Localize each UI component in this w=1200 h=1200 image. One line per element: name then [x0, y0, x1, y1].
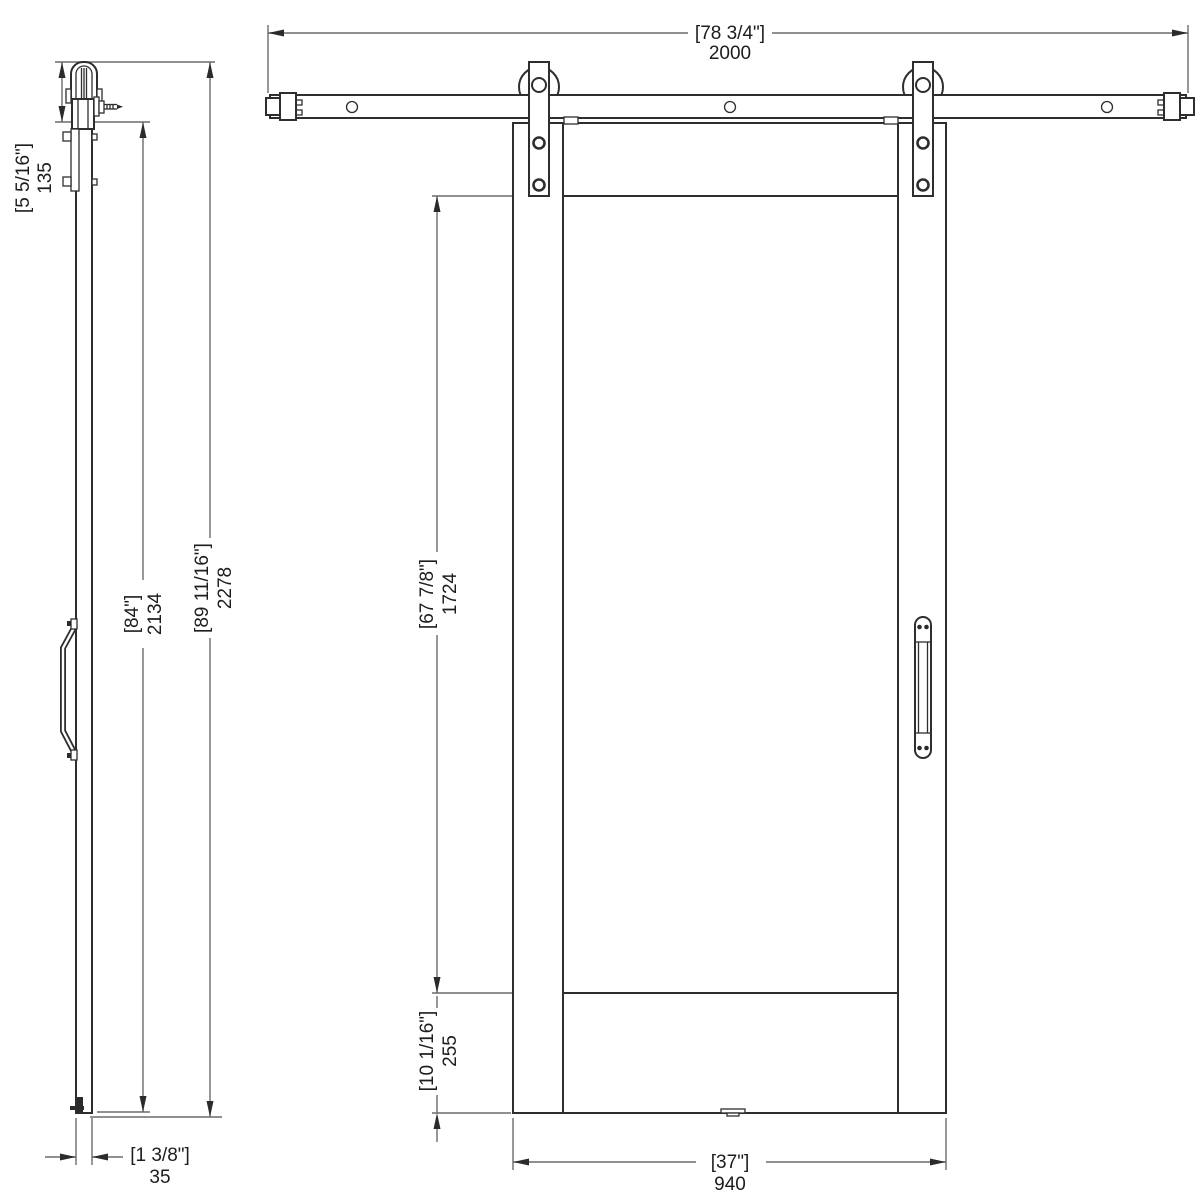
roller-hanger-right — [912, 61, 934, 197]
dim-door-height-imperial: [84"] — [122, 595, 143, 633]
handle-screw — [924, 624, 929, 630]
front-view — [265, 61, 1195, 1117]
end-stop-left-inner — [279, 92, 297, 121]
bolt-head — [62, 131, 72, 142]
dim-track-width-metric: 2000 — [709, 43, 751, 64]
strap-bolt-hole — [532, 136, 546, 150]
dim-door-width-imperial: [37"] — [711, 1152, 749, 1173]
track-mount-hole — [1100, 100, 1114, 114]
arrowhead — [268, 29, 284, 37]
dim-hanger-height-imperial: [5 5/16"] — [13, 143, 34, 213]
floor-guide-post — [77, 1097, 83, 1113]
dim-door-thickness-imperial: [1 3/8"] — [130, 1145, 190, 1166]
floor-guide-foot — [70, 1106, 84, 1110]
dim-overall-height-metric: 2278 — [215, 567, 236, 609]
dim-door-height-metric: 2134 — [145, 592, 166, 635]
dim-bottom-rail-height: [10 1/16"] 255 — [417, 996, 461, 1142]
wheel-axle-tab-left — [65, 88, 72, 104]
dim-hanger-height: [5 5/16"] 135 — [13, 62, 66, 213]
anti-jump-clip-right — [883, 116, 899, 125]
dim-overall-height-imperial: [89 11/16"] — [192, 543, 213, 633]
bolt-head — [62, 176, 72, 187]
end-stop-right-inner — [1163, 92, 1181, 121]
side-door-outline — [75, 121, 93, 1114]
dim-panel-height-imperial: [67 7/8"] — [417, 559, 438, 629]
hanger-bracket — [71, 98, 95, 130]
hanger-strap — [912, 61, 934, 197]
arrowhead — [92, 1153, 108, 1161]
side-floor-guide — [70, 1097, 84, 1113]
arrowhead — [433, 977, 441, 993]
screw-head — [98, 100, 105, 114]
arrowhead — [1172, 29, 1188, 37]
strap-bolt-hole — [916, 136, 930, 150]
hanger-strap-side — [70, 128, 80, 192]
lag-screw-icon — [93, 96, 123, 117]
dimensions: [78 3/4"] 2000 [5 5/16"] 135 [84"] 2134 — [13, 23, 1188, 1195]
arrowhead — [433, 196, 441, 212]
track-mount-hole — [345, 100, 359, 114]
arrowhead — [433, 1113, 441, 1129]
arrowhead — [139, 122, 147, 138]
bolt-nut — [91, 133, 98, 141]
arrowhead — [139, 1096, 147, 1112]
handle-profile-inner — [61, 625, 77, 755]
dim-door-width: [37"] 940 — [513, 1152, 946, 1195]
arrowhead — [58, 62, 66, 78]
screw-washer — [93, 96, 100, 117]
handle-screw — [67, 621, 71, 626]
end-stop-left-outer — [265, 97, 281, 116]
arrowhead — [206, 1101, 214, 1117]
screw-tip — [117, 104, 123, 109]
front-door-handle — [914, 616, 932, 759]
hanger-strap — [528, 61, 550, 197]
dim-door-height: [84"] 2134 — [122, 122, 166, 1112]
handle-foot-top — [70, 618, 78, 630]
handle-body — [914, 616, 932, 759]
handle-screw — [67, 753, 71, 758]
dim-overall-height: [89 11/16"] 2278 — [192, 62, 236, 1117]
wheel-hub-hole — [915, 77, 931, 93]
track-mount-hole — [723, 100, 737, 114]
track-rail — [265, 92, 1195, 121]
arrowhead — [206, 62, 214, 78]
handle-foot-bottom — [70, 749, 78, 761]
dim-bottom-rail-imperial: [10 1/16"] — [417, 1011, 438, 1092]
floor-guide-base — [726, 1112, 740, 1117]
dim-track-width-imperial: [78 3/4"] — [695, 23, 765, 44]
end-stop-right-outer — [1179, 97, 1195, 116]
strap-bolt-hole — [532, 178, 546, 192]
dim-track-width: [78 3/4"] 2000 — [268, 23, 1188, 64]
strap-bolt-hole — [916, 178, 930, 192]
dim-bottom-rail-metric: 255 — [440, 1035, 461, 1067]
bolt-nut — [91, 178, 98, 186]
arrowhead — [58, 106, 66, 122]
roller-hanger-left — [528, 61, 550, 197]
side-roller-hanger — [62, 61, 123, 192]
front-floor-guide — [720, 1108, 746, 1117]
wheel-hub-hole — [531, 77, 547, 93]
dim-door-thickness: [1 3/8"] 35 — [45, 1145, 190, 1188]
dim-panel-height: [67 7/8"] 1724 — [417, 196, 461, 993]
arrowhead — [513, 1158, 529, 1166]
handle-screw — [924, 745, 929, 751]
side-view — [60, 61, 123, 1114]
handle-screw — [917, 624, 922, 630]
dim-panel-height-metric: 1724 — [440, 572, 461, 615]
arrowhead — [60, 1153, 76, 1161]
arrowhead — [930, 1158, 946, 1166]
handle-screw — [917, 745, 922, 751]
front-door-outline — [512, 122, 947, 1114]
dim-door-thickness-metric: 35 — [149, 1167, 170, 1188]
anti-jump-clip-left — [563, 116, 579, 125]
side-door-handle — [60, 618, 78, 761]
dim-door-width-metric: 940 — [714, 1174, 746, 1195]
dim-hanger-height-metric: 135 — [35, 162, 56, 194]
